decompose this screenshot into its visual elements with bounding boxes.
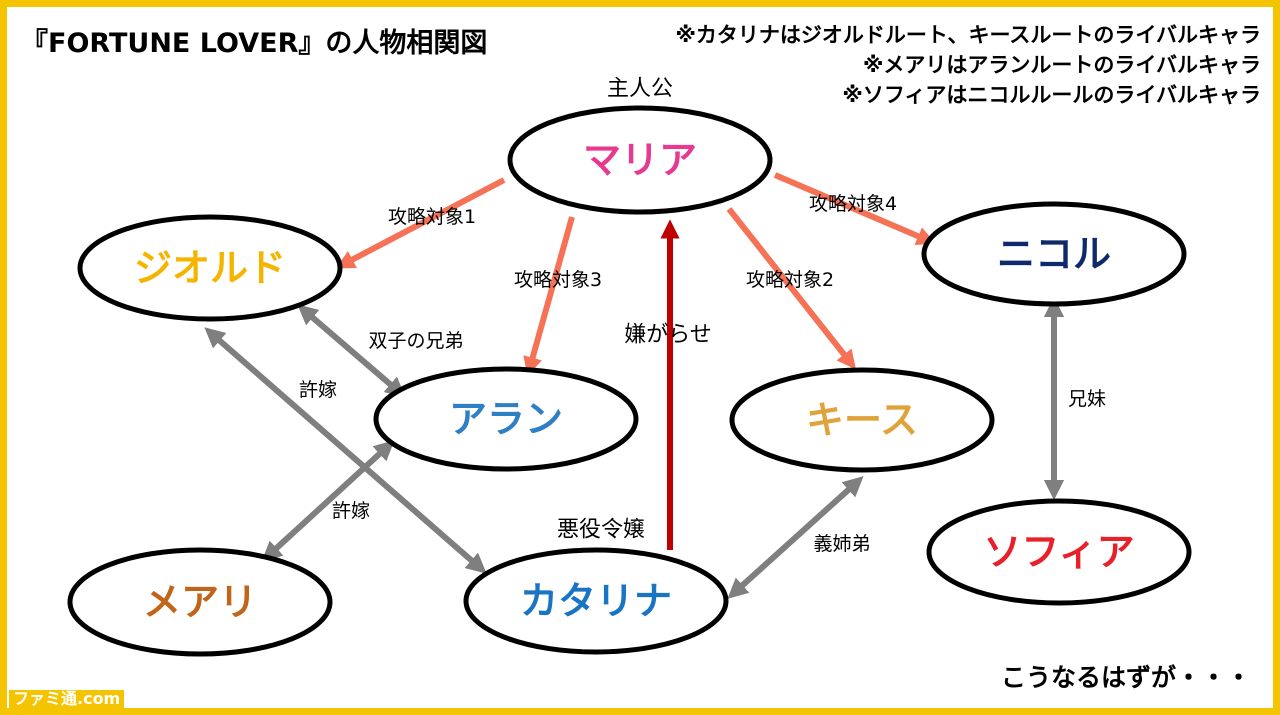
- node-keith: キース: [729, 367, 995, 473]
- tag-protagonist: 主人公: [607, 77, 673, 102]
- node-maria: マリア: [507, 105, 773, 215]
- edge-label-target1: 攻略対象1: [388, 206, 476, 228]
- edge-stepsib-arrow: [727, 476, 864, 599]
- node-label-keith: キース: [806, 398, 918, 442]
- node-catarina: カタリナ: [463, 547, 729, 655]
- edge-label-fiance-geordo: 許嫁: [299, 379, 337, 401]
- note-mary-rival: ※メアリはアランルートのライバルキャラ: [863, 53, 1261, 77]
- edge-target2-arrow: [726, 207, 856, 370]
- edge-label-target3: 攻略対象3: [514, 269, 602, 291]
- node-sophia: ソフィア: [926, 498, 1192, 606]
- edge-label-target4: 攻略対象4: [809, 193, 897, 215]
- edge-label-harassment: 嫌がらせ: [624, 323, 712, 348]
- node-label-mary: メアリ: [143, 580, 257, 624]
- ending-caption: こうなるはずが・・・: [1000, 663, 1251, 692]
- edge-label-target2: 攻略対象2: [746, 269, 834, 291]
- tag-villainess: 悪役令嬢: [557, 518, 645, 543]
- page-title: 『FORTUNE LOVER』の人物相関図: [21, 28, 488, 59]
- note-catarina-rival: ※カタリナはジオルドルート、キースルートのライバルキャラ: [675, 23, 1261, 47]
- node-label-geordo: ジオルド: [134, 246, 286, 290]
- relationship-diagram: 攻略対象1 攻略対象3 攻略対象2 攻略対象4 嫌がらせ 双子の兄弟 許嫁 許嫁…: [67, 77, 1192, 657]
- node-label-maria: マリア: [583, 138, 697, 182]
- edge-target4-arrow: [773, 172, 936, 246]
- edge-label-siblings: 兄妹: [1068, 388, 1106, 410]
- node-mary: メアリ: [67, 547, 333, 657]
- famitsu-logo: ファミ通.com: [9, 690, 125, 708]
- edge-target1-arrow: [335, 177, 506, 269]
- node-label-alan: アラン: [449, 397, 563, 441]
- node-label-sophia: ソフィア: [983, 530, 1134, 574]
- edge-label-fiance-alan: 許嫁: [332, 500, 370, 522]
- edge-fiance-alan-arrow: [261, 440, 395, 562]
- node-nicol: ニコル: [921, 201, 1187, 307]
- node-geordo: ジオルド: [77, 214, 343, 322]
- edge-label-stepsib: 義姉弟: [813, 533, 870, 555]
- node-label-catarina: カタリナ: [520, 579, 672, 623]
- note-sophia-rival: ※ソフィアはニコルルールのライバルキャラ: [842, 83, 1261, 107]
- edge-label-twins: 双子の兄弟: [368, 330, 463, 352]
- node-label-nicol: ニコル: [997, 232, 1111, 276]
- edge-target3-arrow: [523, 216, 575, 377]
- node-alan: アラン: [373, 366, 639, 472]
